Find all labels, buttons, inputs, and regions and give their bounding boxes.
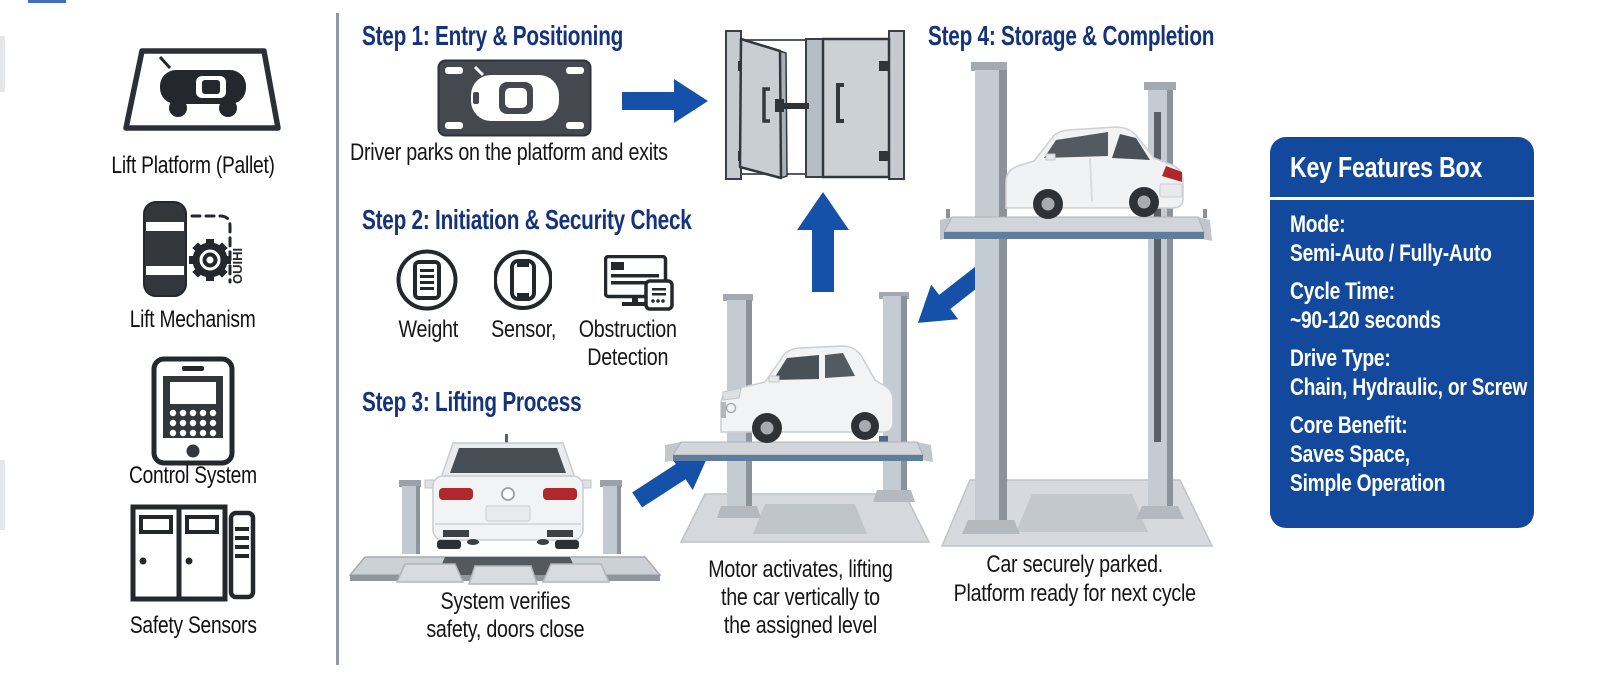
arrow-down-left-icon bbox=[917, 262, 992, 323]
feature-core-benefit: Core Benefit: Saves Space, Simple Operat… bbox=[1290, 412, 1446, 497]
step4-caption: Car securely parked. Platform ready for … bbox=[953, 551, 1197, 607]
mid-lift-illustration bbox=[665, 292, 933, 543]
step3-title: Step 3: Lifting Process bbox=[362, 386, 582, 417]
step1-title: Step 1: Entry & Positioning bbox=[362, 20, 624, 51]
tall-lift-illustration bbox=[940, 62, 1214, 547]
step3-caption: System verifies safety, doors close bbox=[426, 588, 584, 643]
edge-artifact bbox=[0, 460, 5, 530]
legend-label-lift-mechanism: Lift Mechanism bbox=[130, 306, 256, 333]
step1-platform-icon bbox=[437, 59, 592, 137]
weight-sensor-icon bbox=[396, 249, 458, 311]
phone-sensor-icon bbox=[494, 250, 552, 310]
arrow-up-icon bbox=[797, 192, 849, 292]
safety-sensors-icon bbox=[130, 504, 256, 602]
control-system-icon bbox=[151, 356, 235, 466]
legend-label-safety-sensors: Safety Sensors bbox=[129, 612, 257, 639]
key-features-box: Key Features Box Mode: Semi-Auto / Fully… bbox=[1270, 137, 1534, 528]
arrow-right-icon bbox=[622, 79, 708, 123]
mechanism-glyphs: OUIHI bbox=[230, 248, 245, 284]
lifting-caption: Motor activates, lifting the car vertica… bbox=[707, 556, 893, 639]
feature-mode: Mode: Semi-Auto / Fully-Auto bbox=[1290, 211, 1492, 267]
gear bbox=[189, 239, 231, 281]
top-left-mark bbox=[28, 0, 66, 3]
sensor-label-weight: Weight bbox=[398, 316, 458, 343]
key-features-title: Key Features Box bbox=[1270, 137, 1534, 200]
feature-cycle-time: Cycle Time: ~90-120 seconds bbox=[1290, 278, 1441, 334]
divider bbox=[336, 13, 339, 665]
arrow-up-right-icon bbox=[632, 453, 710, 508]
sensor-label-obstruction: Obstruction Detection bbox=[579, 316, 677, 371]
lift-platform-icon bbox=[123, 48, 281, 131]
feature-drive-type: Drive Type: Chain, Hydraulic, or Screw C… bbox=[1290, 345, 1528, 401]
step4-title: Step 4: Storage & Completion bbox=[928, 20, 1215, 51]
edge-artifact bbox=[0, 36, 5, 92]
legend-label-control-system: Control System bbox=[129, 462, 257, 489]
key-features-content: Mode: Semi-Auto / Fully-Auto Cycle Time:… bbox=[1270, 200, 1534, 498]
step2-title: Step 2: Initiation & Security Check bbox=[362, 204, 692, 235]
legend-label-lift-platform: Lift Platform (Pallet) bbox=[111, 152, 275, 179]
sensor-label-sensor: Sensor, bbox=[491, 316, 557, 343]
step3-car-on-platform bbox=[348, 434, 662, 585]
step1-caption: Driver parks on the platform and exits bbox=[350, 139, 668, 166]
lift-mechanism-icon: OUIHI bbox=[143, 201, 245, 297]
doors-illustration bbox=[725, 30, 905, 180]
obstruction-detection-icon bbox=[604, 255, 674, 311]
